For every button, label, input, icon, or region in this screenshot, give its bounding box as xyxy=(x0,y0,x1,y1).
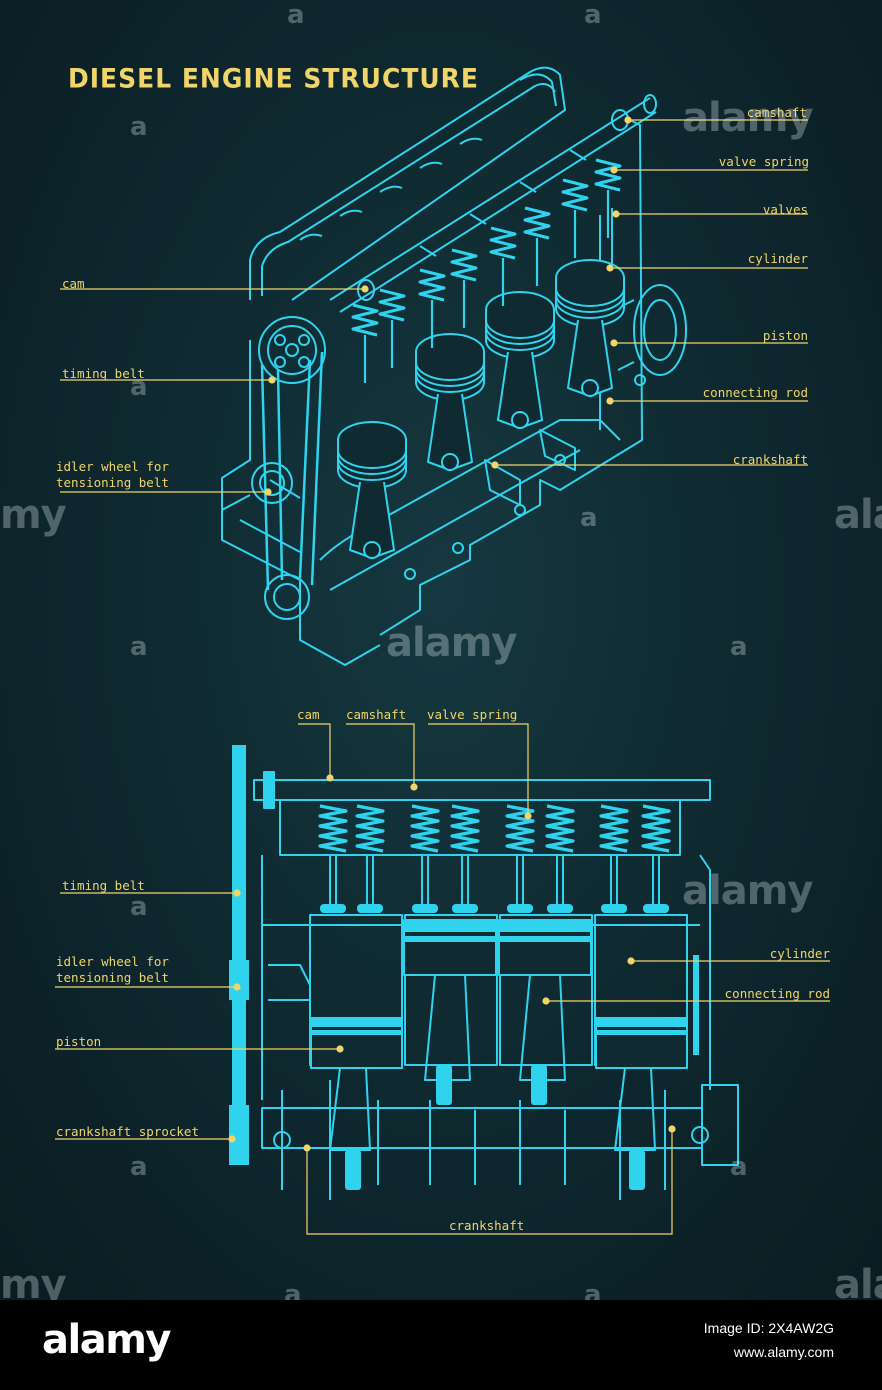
iso-label-cam: cam xyxy=(62,276,85,291)
isometric-engine xyxy=(221,66,687,666)
front-label-camshaft: camshaft xyxy=(346,707,407,722)
front-label-connecting-rod: connecting rod xyxy=(724,986,830,1001)
alamy-logo: alamy xyxy=(42,1317,171,1363)
iso-label-valves: valves xyxy=(762,202,808,217)
watermark-a-icon: a xyxy=(287,0,305,30)
watermark-a-icon: a xyxy=(130,372,148,402)
iso-label-camshaft: camshaft xyxy=(746,105,807,120)
watermark-a-icon: a xyxy=(284,1280,302,1300)
watermark-fragment-left: my xyxy=(0,492,67,538)
iso-label-valve-spring: valve spring xyxy=(718,154,809,169)
watermark-logo: alamy xyxy=(682,868,813,914)
front-label-idler-wheel: idler wheel for tensioning belt xyxy=(56,954,169,985)
front-label-piston: piston xyxy=(56,1034,102,1049)
watermark-a-icon: a xyxy=(584,0,602,30)
front-label-crankshaft: crankshaft xyxy=(449,1218,525,1233)
front-label-crankshaft-sprocket: crankshaft sprocket xyxy=(56,1124,199,1139)
watermark-a-icon: a xyxy=(730,632,748,662)
watermark-fragment-left: my xyxy=(0,1262,67,1300)
watermark-a-icon: a xyxy=(130,632,148,662)
front-label-timing-belt: timing belt xyxy=(62,878,145,893)
watermark-fragment-right: ala xyxy=(834,492,882,538)
iso-label-timing-belt: timing belt xyxy=(62,366,145,381)
front-label-valve-spring: valve spring xyxy=(427,707,518,722)
stock-footer: alamy Image ID: 2X4AW2G www.alamy.com xyxy=(0,1300,882,1390)
image-id: Image ID: 2X4AW2G xyxy=(703,1320,834,1336)
front-engine xyxy=(229,745,739,1200)
front-label-cylinder: cylinder xyxy=(769,946,830,961)
page-title: DIESEL ENGINE STRUCTURE xyxy=(68,63,480,94)
watermark-a-icon: a xyxy=(584,1280,602,1300)
engine-drawings xyxy=(55,66,830,1235)
site-url: www.alamy.com xyxy=(733,1344,834,1360)
iso-label-cylinder: cylinder xyxy=(747,251,808,266)
diagram-canvas: DIESEL ENGINE STRUCTURE camshaft valve s… xyxy=(0,0,882,1300)
watermark-fragment-right: ala xyxy=(834,1262,882,1300)
watermark-a-icon: a xyxy=(130,892,148,922)
iso-label-idler-wheel: idler wheel for tensioning belt xyxy=(56,459,169,490)
watermark-logo: alamy xyxy=(682,95,813,141)
watermark-a-icon: a xyxy=(580,503,598,533)
watermark-a-icon: a xyxy=(130,1152,148,1182)
front-label-cam: cam xyxy=(297,707,320,722)
iso-label-piston: piston xyxy=(762,328,808,343)
iso-leader-lines xyxy=(60,116,808,496)
watermark-logo: alamy xyxy=(386,620,517,666)
iso-label-crankshaft: crankshaft xyxy=(732,452,808,467)
watermark-a-icon: a xyxy=(730,1152,748,1182)
watermark-a-icon: a xyxy=(130,112,148,142)
front-leader-lines xyxy=(55,723,830,1235)
iso-label-connecting-rod: connecting rod xyxy=(702,385,808,400)
